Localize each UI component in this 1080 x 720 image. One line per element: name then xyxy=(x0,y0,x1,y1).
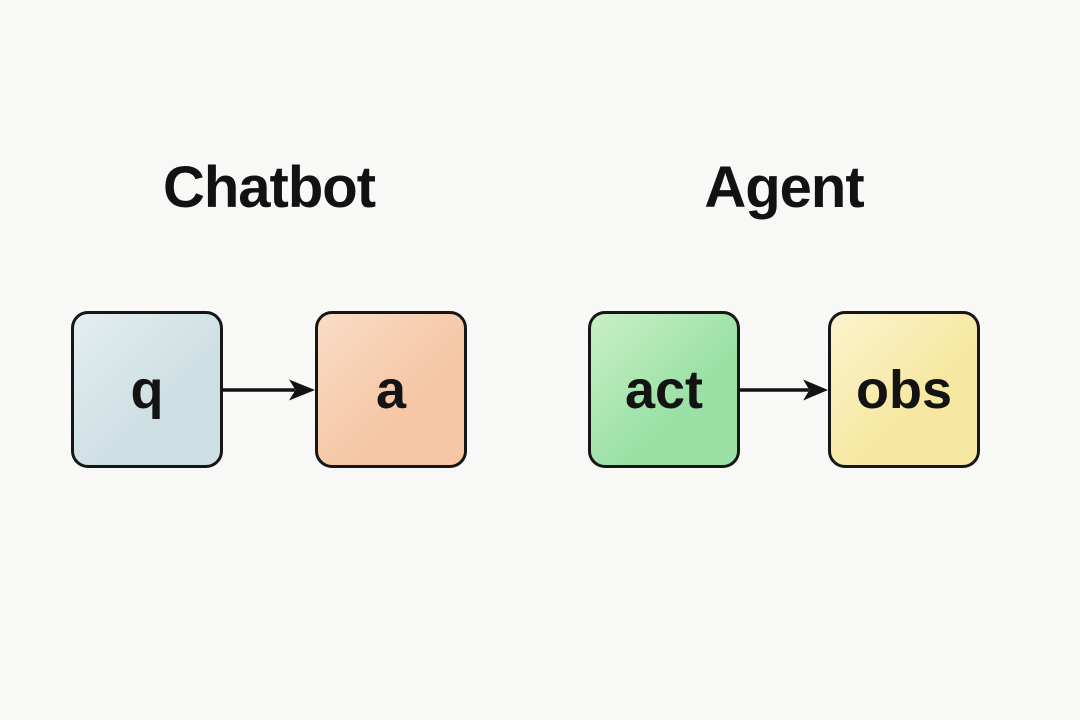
agent-group: Agent act obs xyxy=(588,156,980,468)
chatbot-flow: q a xyxy=(71,311,467,468)
node-obs-label: obs xyxy=(855,359,952,420)
node-act-label: act xyxy=(624,359,704,420)
agent-flow: act obs xyxy=(588,311,980,468)
node-act: act xyxy=(588,311,740,468)
node-a-label: a xyxy=(375,359,407,420)
chatbot-group: Chatbot q a xyxy=(71,156,467,468)
arrow-right-icon xyxy=(740,379,828,400)
node-a: a xyxy=(315,311,467,468)
arrow-right-icon xyxy=(223,379,315,400)
node-obs: obs xyxy=(828,311,980,468)
node-q-label: q xyxy=(130,359,164,420)
chatbot-title: Chatbot xyxy=(162,155,376,220)
agent-title: Agent xyxy=(704,155,864,220)
node-q: q xyxy=(71,311,223,468)
